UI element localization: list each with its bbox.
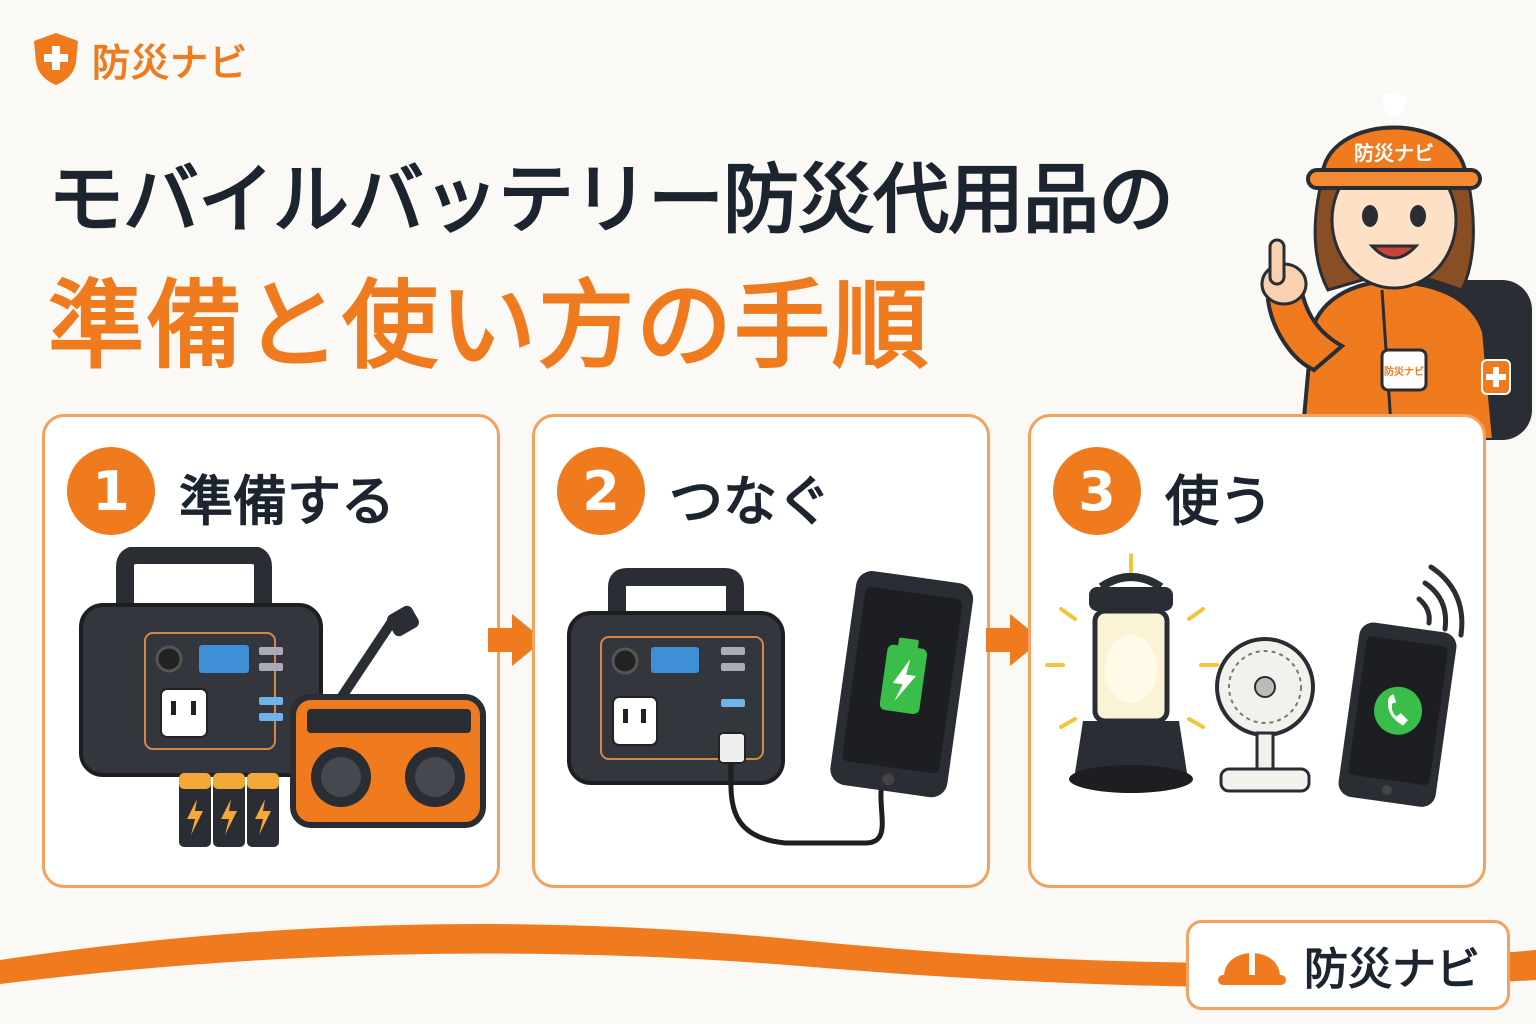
- step-card-connect: 2 つなぐ: [532, 414, 990, 888]
- arrow-right-icon: [488, 614, 544, 666]
- decorative-wave: [0, 924, 1536, 1024]
- power-station-charging-phone-illustration: [567, 568, 974, 846]
- step-number: 2: [557, 447, 645, 535]
- step-number: 1: [67, 447, 155, 535]
- mascot-helmet-text: 防災ナビ: [1354, 141, 1434, 165]
- step-card-prepare: 1 準備する: [42, 414, 500, 888]
- shield-plus-icon: [34, 33, 78, 85]
- page-subtitle: 準備と使い方の手順: [48, 270, 930, 382]
- mascot-illustration: 防災ナビ 防災ナビ: [1260, 92, 1532, 440]
- step-number: 3: [1053, 447, 1141, 535]
- page-title: モバイルバッテリー防災代用品の: [48, 155, 1174, 244]
- step-label: 準備する: [179, 470, 395, 533]
- mascot-badge-text: 防災ナビ: [1384, 365, 1424, 378]
- brand-footer: 防災ナビ: [1186, 920, 1510, 1010]
- footer-brand-name: 防災ナビ: [1304, 944, 1480, 995]
- portable-power-station-radio-batteries-illustration: [79, 547, 486, 847]
- arrow-right-icon: [986, 614, 1042, 666]
- step-card-use: 3 使う: [1028, 414, 1486, 888]
- step-label: 使う: [1165, 470, 1273, 533]
- brand-name: 防災ナビ: [92, 40, 249, 85]
- step-label: つなぐ: [669, 470, 831, 533]
- helmet-icon: [1218, 949, 1286, 985]
- lantern-fan-phone-illustration: [1045, 553, 1465, 807]
- brand-header: 防災ナビ: [30, 30, 248, 88]
